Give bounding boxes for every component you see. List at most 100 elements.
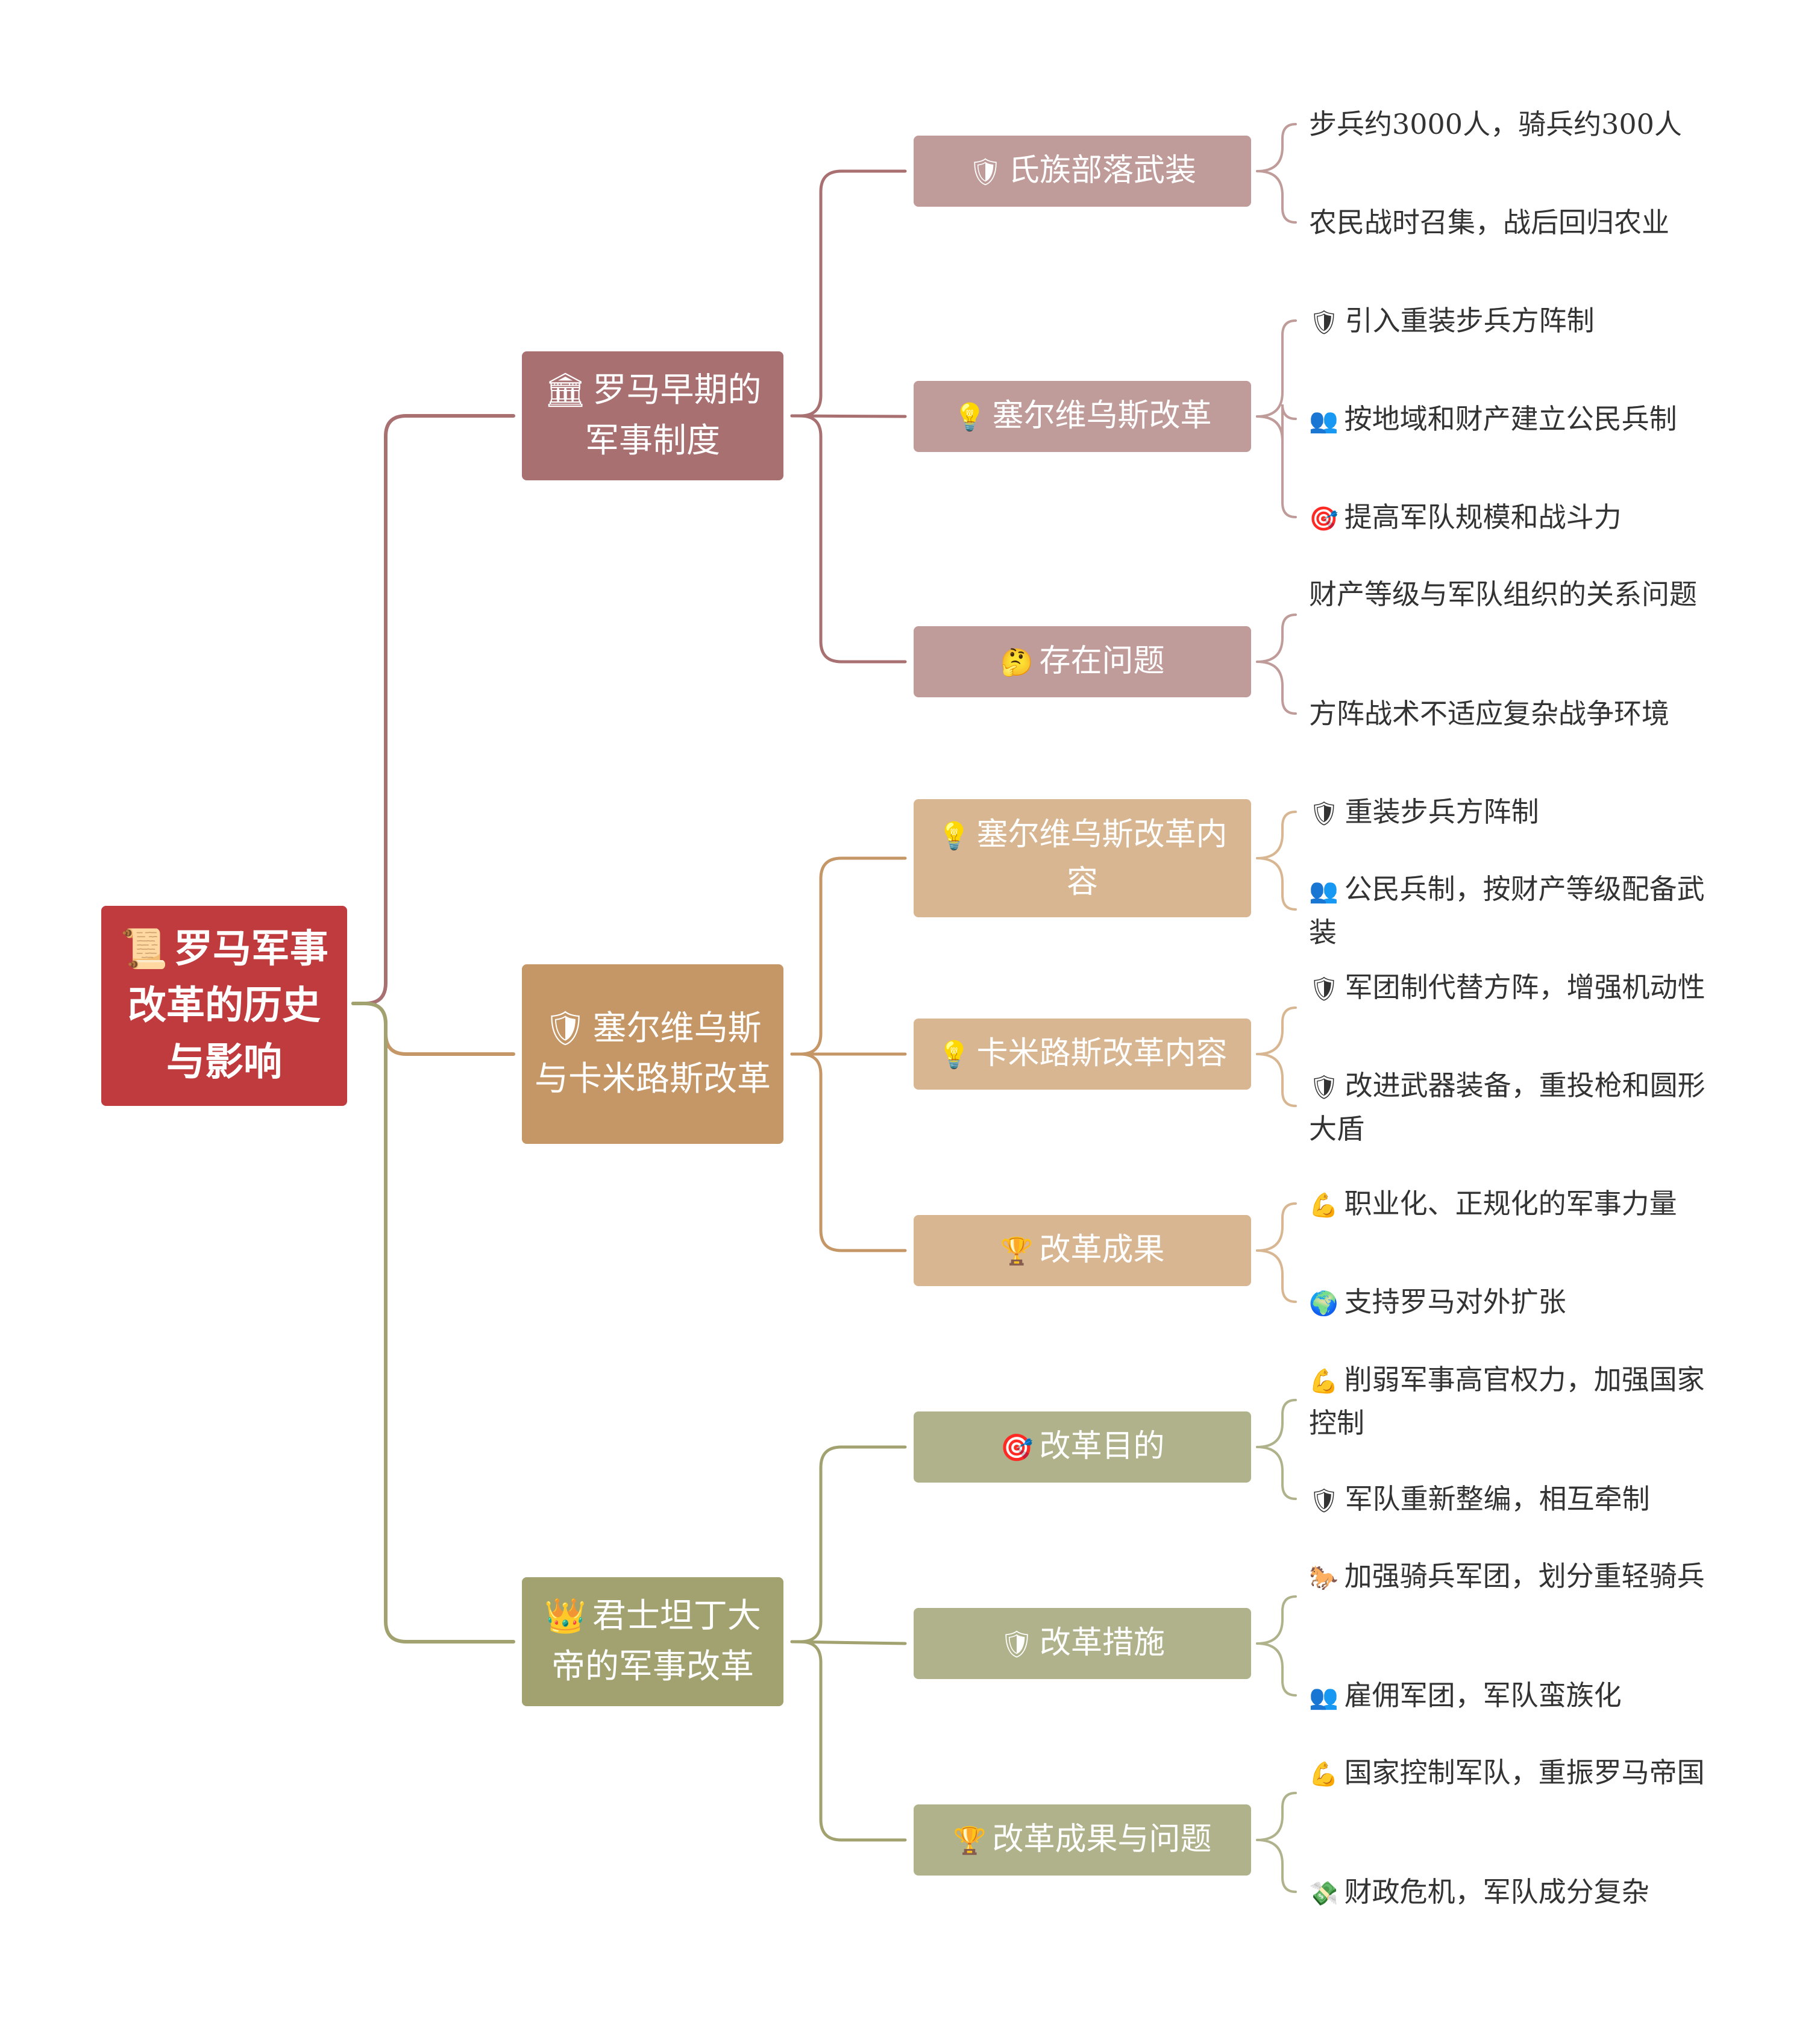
shield-icon: 🛡: [1309, 1074, 1339, 1101]
leaf-text: 引入重装步兵方阵制: [1345, 304, 1595, 337]
connector-topic7-leaf2: [1256, 1446, 1297, 1500]
leaf-item[interactable]: 🛡重装步兵方阵制: [1309, 791, 1707, 835]
shield-icon: 🛡: [1309, 976, 1339, 1003]
leaf-item[interactable]: 👥雇佣军团，军队蛮族化: [1309, 1675, 1707, 1718]
light-bulb-icon: 💡: [937, 820, 971, 852]
leaf-text: 削弱军事高官权力，加强国家控制: [1309, 1363, 1705, 1439]
topic-reform-measures[interactable]: 🛡改革措施: [914, 1608, 1251, 1679]
leaf-item[interactable]: 方阵战术不适应复杂战争环境: [1309, 693, 1707, 734]
connector-topic2-leaf1: [1256, 319, 1297, 418]
topic-label: 卡米路斯改革内容: [976, 1035, 1228, 1072]
shield-icon: 🛡: [1309, 1487, 1339, 1515]
classical-building-icon: 🏛: [544, 371, 587, 410]
branch-label: 罗马早期的军事制度: [585, 371, 762, 460]
branch-servius-camillus-reform[interactable]: 🛡塞尔维乌斯与卡米路斯改革: [522, 964, 783, 1144]
leaf-item[interactable]: 👥公民兵制，按财产等级配备武装: [1309, 868, 1707, 953]
light-bulb-icon: 💡: [937, 1039, 971, 1070]
leaf-item[interactable]: 💪国家控制军队，重振罗马帝国: [1309, 1752, 1707, 1795]
root-topic-label: 罗马军事改革的历史与影响: [128, 926, 328, 1085]
globe-icon: 🌍: [1309, 1290, 1338, 1317]
connector-root-branch2: [351, 1002, 515, 1056]
leaf-text: 重装步兵方阵制: [1345, 796, 1539, 828]
connector-root-branch3: [351, 1002, 515, 1644]
root-topic[interactable]: 📜罗马军事改革的历史与影响: [101, 906, 347, 1106]
leaf-item[interactable]: 财产等级与军队组织的关系问题: [1309, 574, 1707, 615]
connector-topic5-leaf2: [1256, 1053, 1297, 1107]
trophy-icon: 🏆: [1000, 1235, 1034, 1267]
money-with-wings-icon: 💸: [1309, 1880, 1338, 1907]
branch-label: 君士坦丁大帝的军事改革: [551, 1596, 761, 1686]
leaf-item[interactable]: 步兵约3000人，骑兵约300人: [1309, 104, 1707, 145]
leaf-item[interactable]: 💪职业化、正规化的军事力量: [1309, 1183, 1707, 1226]
leaf-item[interactable]: 🛡引入重装步兵方阵制: [1309, 300, 1707, 344]
topic-reform-results-and-problems[interactable]: 🏆改革成果与问题: [914, 1804, 1251, 1876]
connector-topic8-leaf2: [1256, 1642, 1297, 1697]
topic-servius-reform-content[interactable]: 💡塞尔维乌斯改革内容: [914, 799, 1251, 917]
topic-label: 氏族部落武装: [1008, 152, 1197, 189]
connector-topic5-leaf1: [1256, 1006, 1297, 1055]
leaf-item[interactable]: 🎯提高军队规模和战斗力: [1309, 497, 1707, 540]
topic-label: 塞尔维乌斯改革内容: [976, 816, 1228, 900]
topic-existing-problems[interactable]: 🤔存在问题: [914, 626, 1251, 697]
topic-servius-reform[interactable]: 💡塞尔维乌斯改革: [914, 381, 1251, 452]
connector-topic8-leaf1: [1256, 1595, 1297, 1645]
branch-label: 塞尔维乌斯与卡米路斯改革: [535, 1009, 771, 1099]
connector-topic9-leaf2: [1256, 1839, 1297, 1893]
shield-icon: 🛡: [999, 1628, 1034, 1660]
leaf-item[interactable]: 🐎加强骑兵军团，划分重轻骑兵: [1309, 1556, 1707, 1599]
connector-topic9-leaf1: [1256, 1792, 1297, 1841]
leaf-item[interactable]: 🛡军队重新整编，相互牵制: [1309, 1478, 1707, 1522]
leaf-text: 财政危机，军队成分复杂: [1344, 1876, 1649, 1908]
topic-label: 塞尔维乌斯改革: [992, 397, 1212, 434]
connector-topic4-leaf2: [1256, 857, 1297, 911]
topic-clan-tribal-armed[interactable]: 🛡氏族部落武装: [914, 136, 1251, 207]
thinking-face-icon: 🤔: [1000, 647, 1034, 678]
people-icon: 👥: [1309, 878, 1338, 905]
leaf-text: 提高军队规模和战斗力: [1344, 501, 1622, 533]
topic-reform-purpose[interactable]: 🎯改革目的: [914, 1411, 1251, 1483]
connector-topic3-leaf2: [1256, 661, 1297, 715]
leaf-text: 按地域和财产建立公民兵制: [1344, 403, 1677, 435]
people-icon: 👥: [1309, 1684, 1338, 1711]
people-icon: 👥: [1309, 407, 1338, 435]
leaf-text: 军队重新整编，相互牵制: [1345, 1483, 1650, 1515]
leaf-text: 军团制代替方阵，增强机动性: [1345, 971, 1705, 1003]
leaf-text: 公民兵制，按财产等级配备武装: [1309, 873, 1705, 949]
leaf-text: 职业化、正规化的军事力量: [1344, 1187, 1677, 1220]
shield-icon: 🛡: [1309, 800, 1339, 827]
connector-topic4-leaf1: [1256, 811, 1297, 859]
leaf-item[interactable]: 👥按地域和财产建立公民兵制: [1309, 398, 1707, 442]
leaf-item[interactable]: 🛡军团制代替方阵，增强机动性: [1309, 967, 1707, 1010]
target-icon: 🎯: [1309, 506, 1338, 533]
branch-early-military-system[interactable]: 🏛罗马早期的军事制度: [522, 351, 783, 480]
leaf-item[interactable]: 🛡改进武器装备，重投枪和圆形大盾: [1309, 1065, 1707, 1149]
leaf-text: 财产等级与军队组织的关系问题: [1309, 578, 1697, 611]
leaf-text: 方阵战术不适应复杂战争环境: [1309, 697, 1669, 730]
leaf-text: 国家控制军队，重振罗马帝国: [1344, 1756, 1705, 1789]
leaf-text: 步兵约3000人，骑兵约300人: [1309, 108, 1682, 140]
leaf-item[interactable]: 农民战时召集，战后回归农业: [1309, 202, 1707, 243]
leaf-item[interactable]: 💸财政危机，军队成分复杂: [1309, 1871, 1707, 1915]
connector-topic3-leaf1: [1256, 614, 1297, 663]
topic-camillus-reform-content[interactable]: 💡卡米路斯改革内容: [914, 1019, 1251, 1090]
leaf-item[interactable]: 🌍支持罗马对外扩张: [1309, 1281, 1707, 1325]
leaf-text: 加强骑兵军团，划分重轻骑兵: [1344, 1560, 1705, 1592]
topic-label: 存在问题: [1039, 642, 1165, 679]
trophy-icon: 🏆: [953, 1825, 987, 1856]
leaf-item[interactable]: 💪削弱军事高官权力，加强国家控制: [1309, 1359, 1707, 1443]
branch-constantine-reform[interactable]: 👑君士坦丁大帝的军事改革: [522, 1577, 783, 1706]
connector-branch1-topic3: [790, 414, 907, 664]
crown-icon: 👑: [544, 1596, 586, 1636]
connector-branch2-topic3: [790, 1052, 907, 1252]
topic-label: 改革成果与问题: [992, 1821, 1212, 1857]
target-icon: 🎯: [1000, 1432, 1034, 1463]
connector-topic6-leaf2: [1256, 1249, 1297, 1303]
leaf-text: 农民战时召集，战后回归农业: [1309, 206, 1669, 239]
topic-reform-results[interactable]: 🏆改革成果: [914, 1215, 1251, 1286]
connector-root-branch1: [351, 414, 515, 1005]
connector-topic2-leaf3: [1256, 415, 1297, 518]
shield-icon: 🛡: [968, 156, 1003, 187]
flexed-biceps-icon: 💪: [1309, 1192, 1338, 1219]
